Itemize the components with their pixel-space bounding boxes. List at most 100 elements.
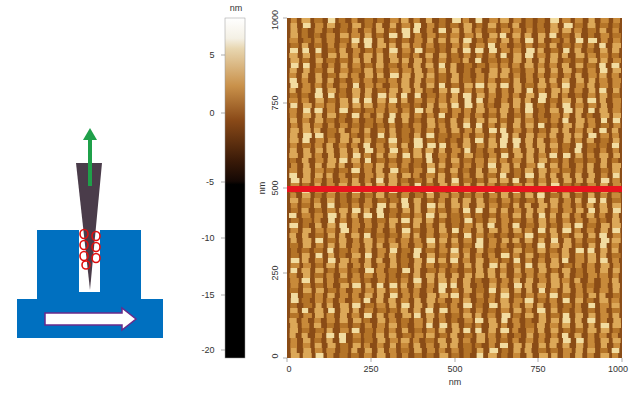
stripe-segment (576, 293, 584, 298)
stripe-segment (538, 338, 544, 343)
stripe-segment (588, 258, 596, 263)
stripe-segment (414, 213, 422, 218)
stripe-segment (351, 73, 359, 78)
stripe-segment (575, 123, 583, 128)
stripe-segment (489, 258, 498, 263)
stripe-segment (290, 83, 298, 88)
stripe-segment (463, 203, 469, 208)
stripe-segment (401, 113, 409, 118)
stripe-segment (314, 203, 321, 208)
stripe-segment (450, 258, 458, 263)
stripe-segment (452, 28, 459, 33)
stripe-segment (550, 28, 559, 33)
stripe-segment (302, 233, 308, 238)
stripe-segment (588, 278, 594, 283)
stripe-segment (351, 213, 357, 218)
stripe-segment (364, 263, 371, 268)
stripe-segment (401, 178, 408, 183)
stripe-segment (353, 333, 361, 338)
stripe-segment (589, 293, 597, 298)
stripe-segment (476, 163, 484, 168)
stripe-segment (376, 178, 383, 183)
stripe-segment (377, 273, 386, 278)
stripe-segment (587, 223, 596, 228)
stripe-segment (588, 253, 596, 258)
stripe-segment (587, 228, 595, 233)
stripe-segment (450, 118, 456, 123)
stripe-segment (564, 263, 573, 268)
stripe-segment (426, 153, 432, 158)
stripe-segment (513, 123, 520, 128)
stripe-segment (413, 43, 421, 48)
stripe-segment (513, 53, 521, 58)
stripe-segment (377, 238, 385, 243)
stripe-segment (415, 193, 423, 198)
stripe-segment (364, 153, 371, 158)
stripe-segment (551, 118, 559, 123)
stripe-segment (352, 313, 360, 318)
stripe-segment (390, 263, 397, 268)
stripe-segment (414, 258, 422, 263)
stripe-segment (563, 338, 571, 343)
stripe-segment (526, 213, 533, 218)
axis-label: 750 (271, 95, 280, 110)
stripe-segment (489, 343, 495, 348)
stripe-segment (315, 173, 323, 178)
stripe-segment (537, 193, 545, 198)
stripe-segment (451, 313, 459, 318)
stripe-segment (365, 323, 372, 328)
stripe-segment (315, 158, 323, 163)
stripe-segment (440, 303, 447, 308)
stripe-segment (600, 48, 607, 53)
stripe-segment (538, 198, 544, 203)
stripe-segment (339, 353, 347, 358)
stripe-segment (413, 228, 420, 233)
stripe-segment (601, 33, 610, 38)
stripe-segment (613, 148, 619, 153)
stripe-segment (303, 23, 311, 28)
stripe-segment (525, 83, 534, 88)
afm-schematic (17, 128, 163, 338)
stripe-segment (439, 58, 447, 63)
stripe-segment (463, 43, 470, 48)
stripe-segment (389, 253, 396, 258)
stripe-segment (502, 68, 510, 73)
stripe-segment (562, 228, 571, 233)
stripe-segment (389, 43, 396, 48)
stripe-segment (390, 258, 396, 263)
stripe-segment (601, 168, 609, 173)
stripe-segment (550, 228, 557, 233)
stripe-segment (562, 268, 570, 273)
stripe-segment (390, 288, 398, 293)
stripe-segment (290, 68, 297, 73)
stripe-segment (526, 328, 534, 333)
stripe-segment (588, 18, 594, 23)
stripe-segment (439, 228, 447, 233)
stripe-segment (328, 213, 337, 218)
stripe-segment (451, 293, 459, 298)
stripe-segment (562, 118, 568, 123)
stripe-segment (601, 328, 610, 333)
stripe-segment (599, 63, 606, 68)
stripe-segment (351, 128, 359, 133)
stripe-segment (402, 128, 411, 133)
stripe-segment (526, 293, 534, 298)
stripe-segment (326, 33, 335, 38)
stripe-segment (364, 333, 372, 338)
stripe-segment (377, 218, 385, 223)
stripe-segment (438, 338, 446, 343)
stripe-segment (463, 213, 470, 218)
stripe-segment (551, 178, 558, 183)
stripe-segment (352, 178, 359, 183)
stripe-segment (525, 313, 533, 318)
stripe-segment (513, 253, 520, 258)
stripe-segment (439, 123, 446, 128)
stripe-segment (438, 38, 446, 43)
stripe-segment (450, 38, 458, 43)
stripe-segment (376, 68, 383, 73)
stripe-segment (402, 208, 410, 213)
stripe-segment (327, 198, 335, 203)
stripe-segment (390, 208, 398, 213)
stripe-segment (538, 33, 545, 38)
